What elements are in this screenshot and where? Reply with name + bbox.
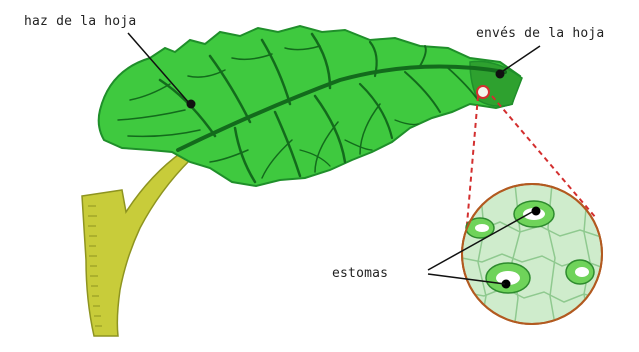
label-stomata: estomas [332, 266, 388, 281]
upper-side-dot [187, 100, 196, 109]
magnified-epidermis [462, 184, 604, 330]
under-side-dot [496, 70, 505, 79]
stoma-1 [514, 201, 554, 227]
stoma-4 [566, 260, 594, 284]
label-upper-side: haz de la hoja [24, 14, 136, 29]
zoom-origin-marker [477, 86, 489, 98]
stoma-2 [486, 263, 530, 293]
leaf-blade [99, 26, 520, 186]
leaf-stem [82, 152, 190, 336]
label-under-side: envés de la hoja [476, 26, 604, 41]
